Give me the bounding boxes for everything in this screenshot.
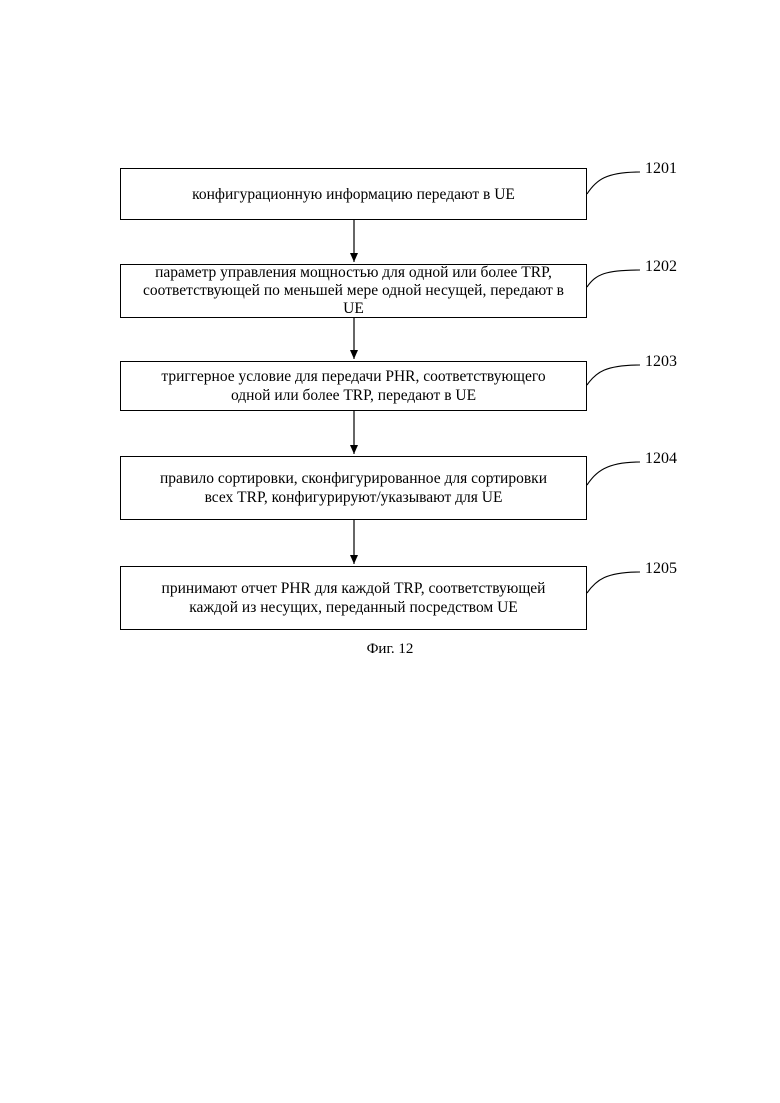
figure-caption: Фиг. 12: [0, 641, 780, 658]
leader-line-1201: [587, 172, 640, 194]
step-box-1204: правило сортировки, сконфигурированное д…: [120, 456, 587, 520]
leader-line-1205: [587, 572, 640, 593]
ref-number-1201: 1201: [645, 160, 677, 178]
step-text-1202: параметр управления мощностью для одной …: [121, 264, 586, 318]
step-text-1201: конфигурационную информацию передают в U…: [182, 185, 525, 204]
step-box-1205: принимают отчет PHR для каждой TRP, соот…: [120, 566, 587, 630]
ref-number-1203: 1203: [645, 353, 677, 371]
step-box-1202: параметр управления мощностью для одной …: [120, 264, 587, 318]
leader-line-1204: [587, 462, 640, 485]
step-box-1203: триггерное условие для передачи PHR, соо…: [120, 361, 587, 411]
leader-line-1202: [587, 270, 640, 287]
leader-line-1203: [587, 365, 640, 385]
ref-number-1205: 1205: [645, 560, 677, 578]
ref-number-1202: 1202: [645, 258, 677, 276]
step-text-1205: принимают отчет PHR для каждой TRP, соот…: [121, 579, 586, 617]
ref-number-1204: 1204: [645, 450, 677, 468]
step-box-1201: конфигурационную информацию передают в U…: [120, 168, 587, 220]
step-text-1204: правило сортировки, сконфигурированное д…: [121, 469, 586, 507]
step-text-1203: триггерное условие для передачи PHR, соо…: [121, 367, 586, 405]
